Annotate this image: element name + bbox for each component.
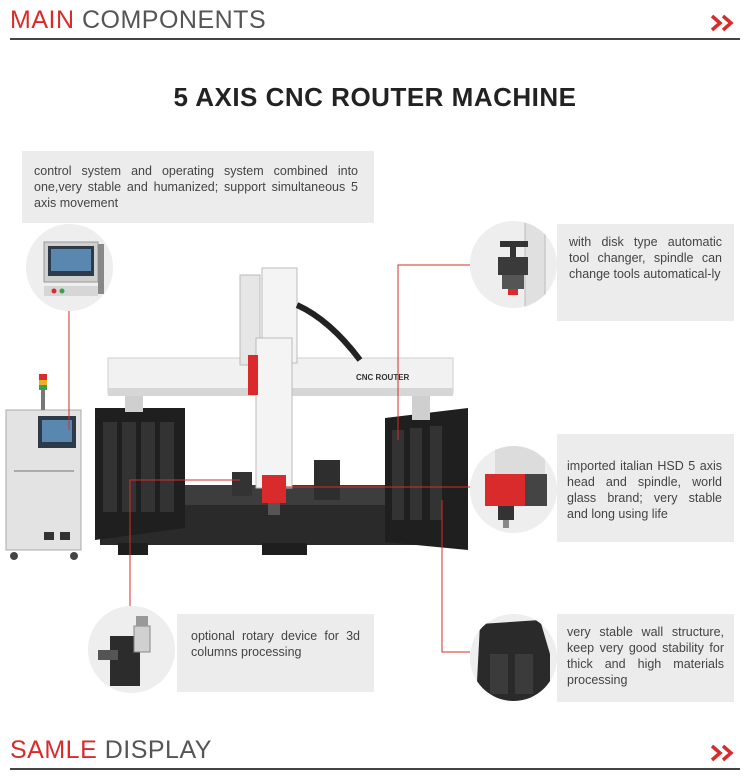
sample-display-title: SAMLE DISPLAY [10,736,212,765]
callout-hsd-spindle: imported italian HSD 5 axis head and spi… [557,434,734,542]
wall-structure-thumbnail [470,614,557,701]
control-panel-thumbnail [26,224,113,311]
header-rest-text: COMPONENTS [74,6,267,34]
header-rest-text: DISPLAY [97,736,212,764]
callout-rotary-device: optional rotary device for 3d columns pr… [177,614,374,692]
double-chevron-right-icon[interactable] [710,14,736,32]
hsd-spindle-head-thumbnail [470,446,557,533]
header-accent-text: SAMLE [10,736,98,764]
callout-control-system: control system and operating system comb… [22,151,374,223]
double-chevron-right-icon[interactable] [710,744,736,762]
callout-tool-changer: with disk type automatic tool changer, s… [557,224,734,321]
tool-changer-thumbnail [470,221,557,308]
header-accent-text: MAIN [10,6,75,34]
main-components-header: MAIN COMPONENTS [10,0,740,40]
sample-display-header: SAMLE DISPLAY [10,730,740,770]
page-title: 5 AXIS CNC ROUTER MACHINE [173,82,577,112]
rotary-device-thumbnail [88,606,175,693]
main-components-title: MAIN COMPONENTS [10,6,266,35]
machine-label: CNC ROUTER [356,373,410,382]
callout-wall-structure: very stable wall structure, keep very go… [557,614,734,702]
